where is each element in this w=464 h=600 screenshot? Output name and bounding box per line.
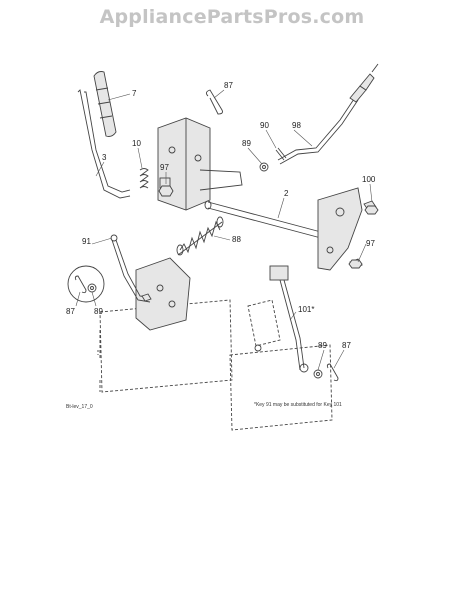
callout-89-left: 89 [94,307,103,316]
washer-clip-lower-right [313,363,339,382]
callout-3: 3 [102,153,107,162]
callout-100: 100 [362,175,376,184]
nuts [158,185,379,269]
callout-87-top: 87 [224,81,233,90]
spring-10 [139,168,149,189]
link-rod-98 [277,63,379,165]
right-lift-arm [317,187,377,271]
callout-101: 101* [298,305,314,314]
lift-handle [77,71,131,199]
callout-87-left: 87 [66,307,75,316]
callout-87-right: 87 [342,341,351,350]
right-lower-lever [247,265,309,373]
hairpin-clip-top [205,89,223,115]
callout-90: 90 [260,121,269,130]
callout-97-right: 97 [366,239,375,248]
lift-shaft [204,200,337,243]
callout-88: 88 [232,235,241,244]
spring-88 [176,216,224,256]
callout-labels: 7 87 90 98 3 10 89 97 2 100 88 91 97 87 … [66,81,376,350]
left-lower-assembly [110,234,191,331]
pivot-bracket [157,117,243,211]
callout-91: 91 [82,237,91,246]
clip-90 [259,147,287,172]
leader-lines [75,89,373,371]
callout-7: 7 [132,89,137,98]
inset-detail [67,265,105,303]
housing-panels [97,299,333,431]
callout-2: 2 [284,189,289,198]
callout-98: 98 [292,121,301,130]
watermark-logo: AppliancePartsPros.com [99,6,365,28]
diagram-reference: Bt-lev_17_0 [66,404,93,410]
callout-89-right: 89 [318,341,327,350]
callout-10: 10 [132,139,141,148]
footnote: *Key 91 may be substituted for Key 101 [254,402,342,408]
callout-89-top: 89 [242,139,251,148]
callout-97-left: 97 [160,163,169,172]
